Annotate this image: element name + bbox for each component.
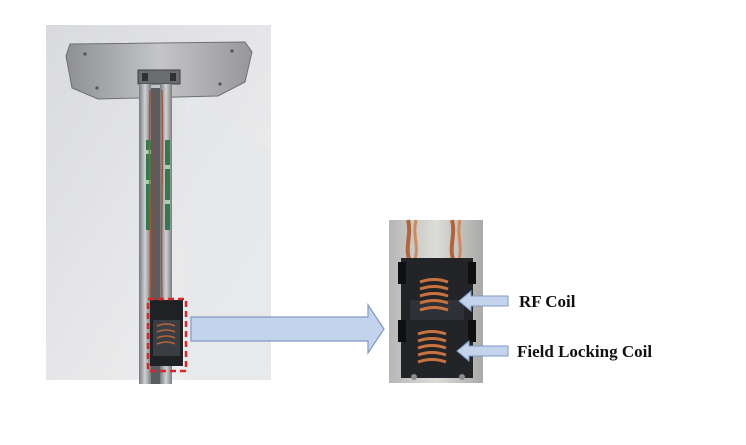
rf-coil-label: RF Coil	[519, 292, 576, 311]
field-locking-coil-label: Field Locking Coil	[517, 342, 653, 361]
probe-top-plate	[65, 41, 253, 100]
highlight-box	[146, 297, 188, 373]
rf-coil-arrow	[458, 289, 509, 313]
field-locking-coil-windings	[417, 330, 447, 364]
field-locking-coil-arrow	[456, 339, 509, 363]
probe-coil-head	[150, 300, 183, 366]
zoom-arrow	[190, 303, 385, 355]
probe-photo	[46, 25, 271, 384]
rf-coil-windings	[419, 278, 449, 312]
